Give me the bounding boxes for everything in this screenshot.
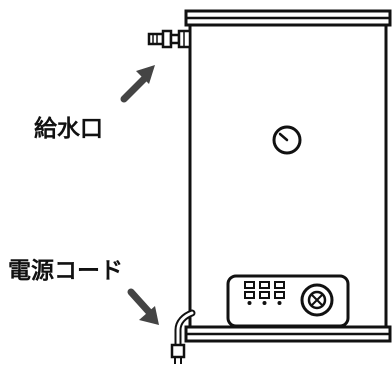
water-inlet-fitting	[147, 29, 192, 49]
switch-1	[244, 281, 255, 305]
power-cord-pointer-arrow	[127, 288, 159, 325]
water-inlet-label: 給水口	[34, 115, 103, 142]
control-panel	[226, 274, 350, 328]
dial-gauge-icon	[272, 125, 302, 155]
tank-top-lid	[184, 9, 392, 27]
switch-2	[259, 281, 270, 305]
power-cord	[170, 309, 196, 364]
power-plug	[170, 343, 186, 364]
tank-bottom-base	[184, 325, 392, 343]
power-cord-label: 電源コード	[8, 258, 123, 284]
water-inlet-pointer-arrow	[120, 65, 155, 103]
control-knob-icon	[300, 283, 334, 317]
switch-3	[274, 281, 285, 305]
